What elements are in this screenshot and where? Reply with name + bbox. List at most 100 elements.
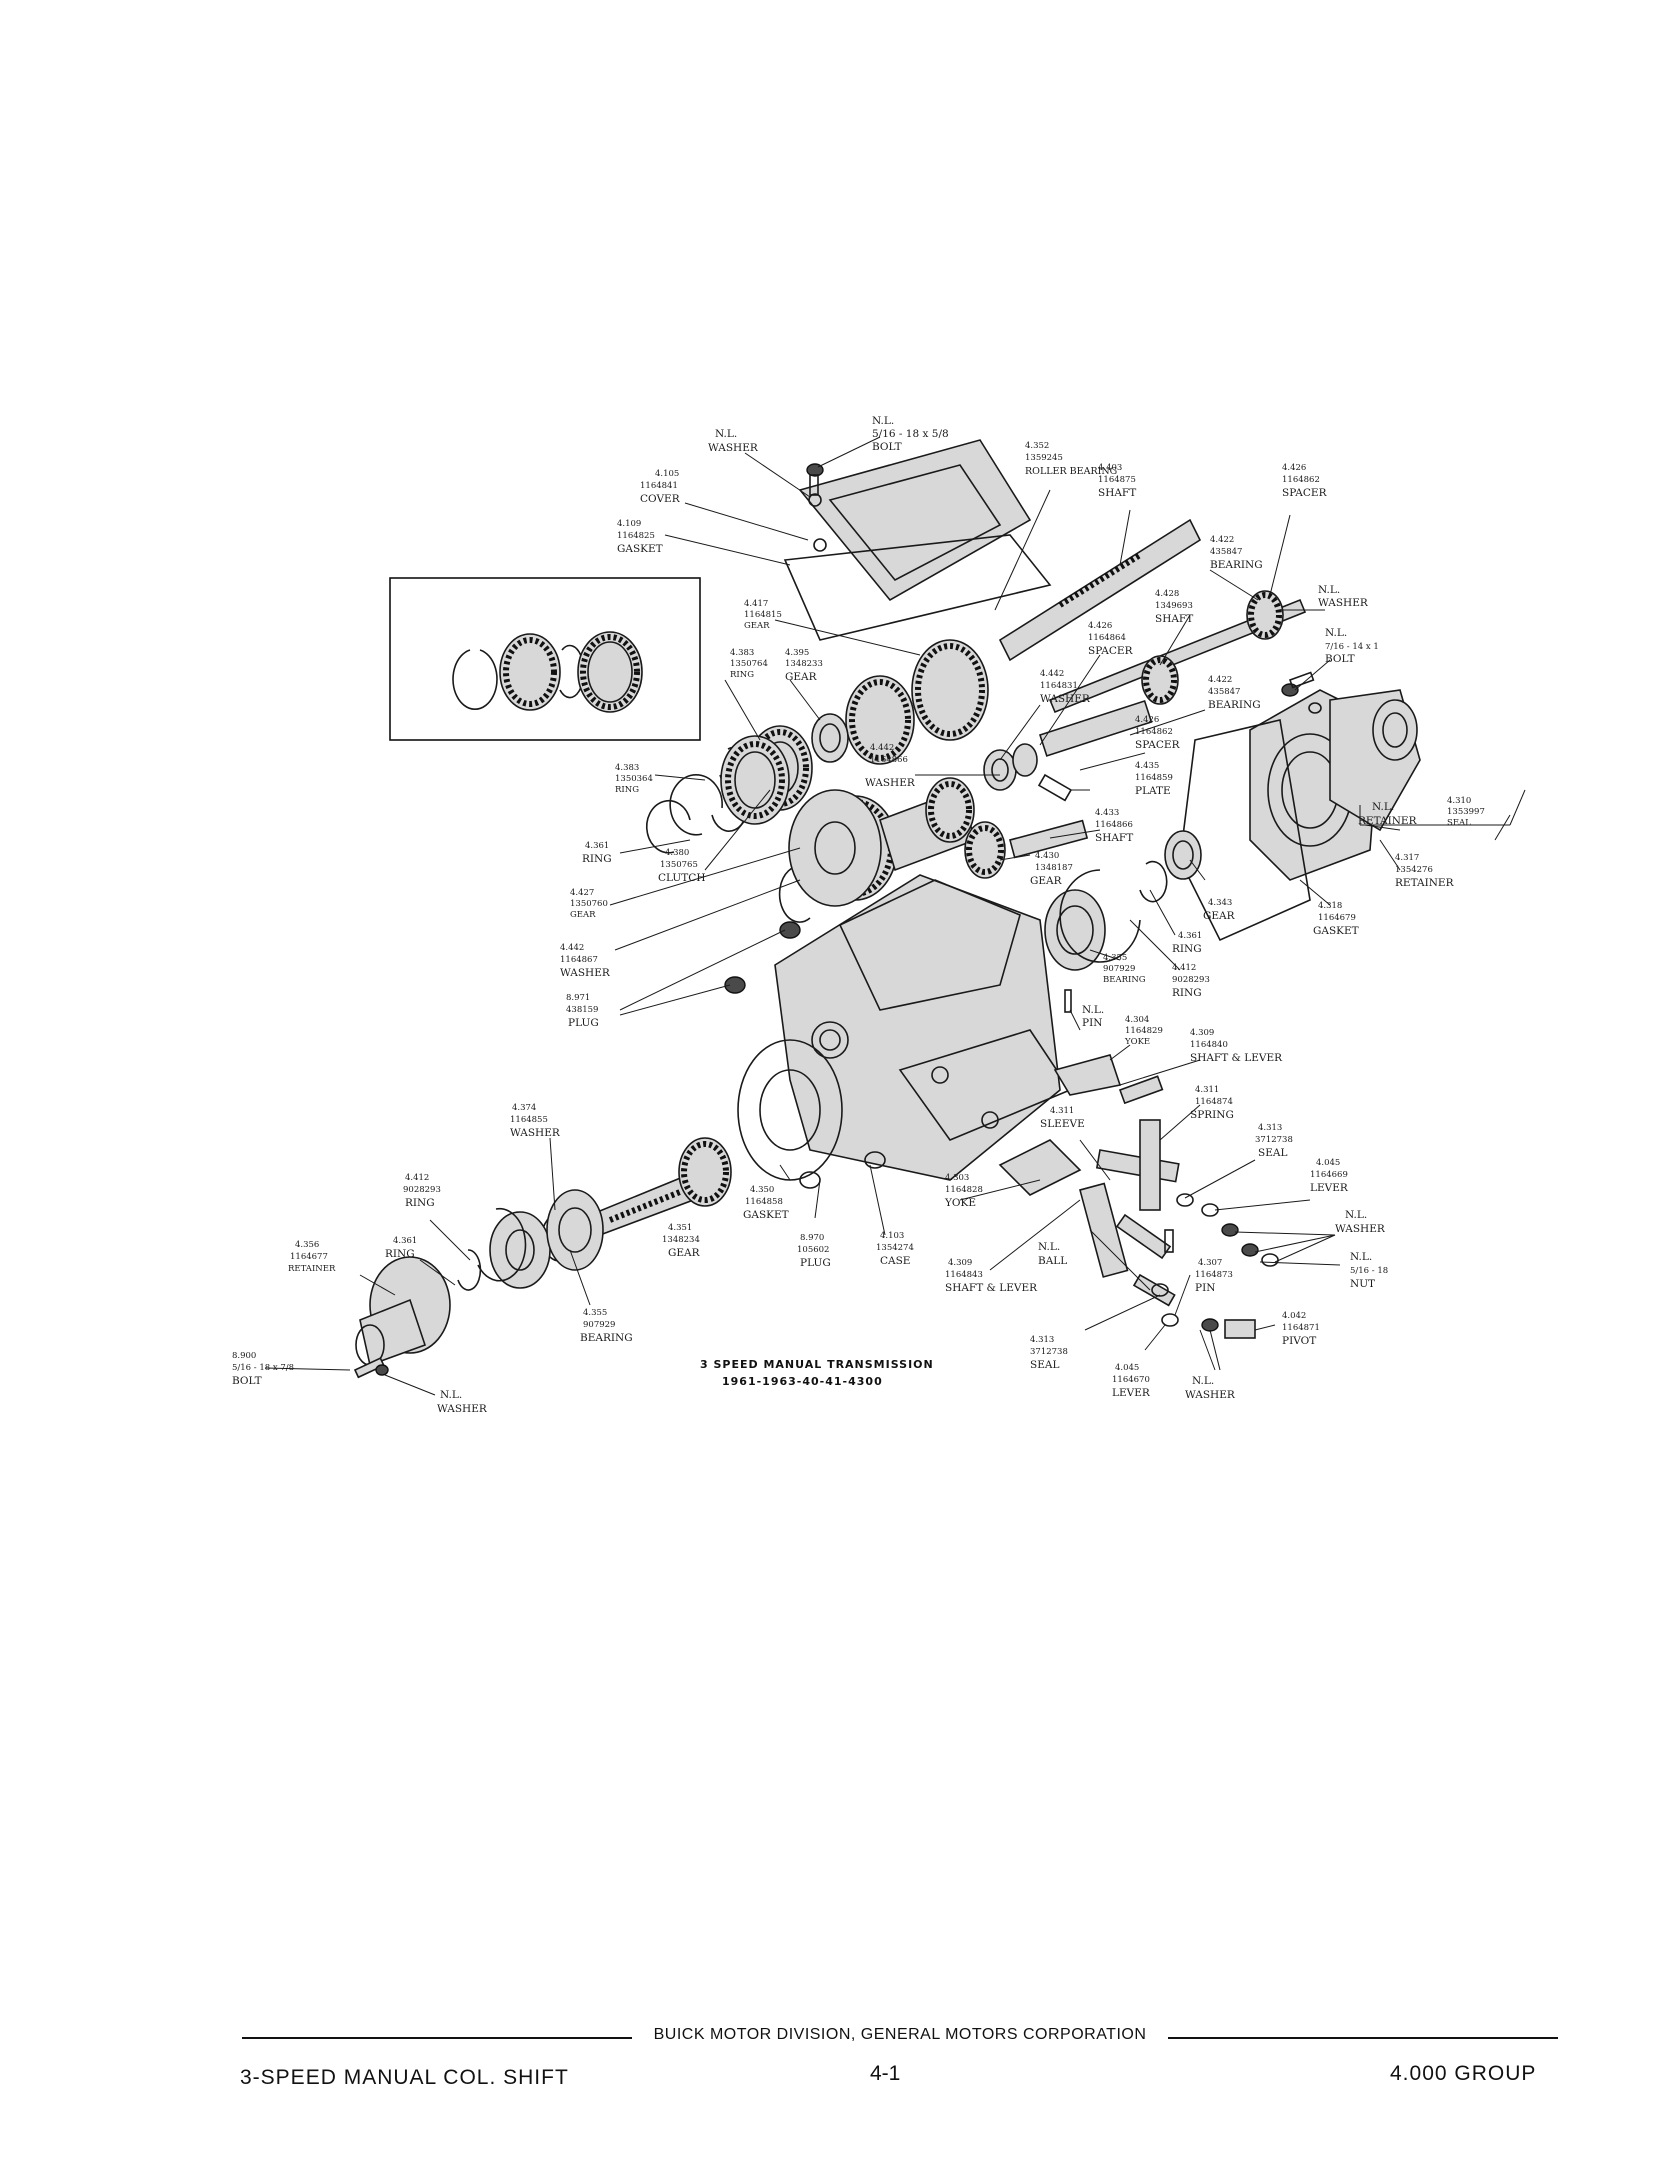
callout-4310-name: SEAL: [1447, 818, 1471, 828]
callout-4380-name: CLUTCH: [658, 872, 705, 884]
callout-4313a-num: 4.313: [1258, 1123, 1282, 1133]
callout-4109-part: 1164825: [617, 531, 655, 541]
callout-nl-bolt-right-part: 7/16 - 14 x 1: [1325, 642, 1379, 652]
callout-4442a-num: 4.442: [1040, 669, 1064, 679]
callout-4422a-part: 435847: [1210, 547, 1242, 557]
callout-4310-num: 4.310: [1447, 796, 1471, 806]
callout-4352-name: ROLLER BEARING: [1025, 466, 1117, 477]
callout-4356-part: 1164677: [290, 1252, 328, 1262]
callout-4311a-part: 1164874: [1195, 1097, 1233, 1107]
callout-nl-nut-name: NUT: [1350, 1278, 1375, 1290]
callout-nl-bolt-right-num: N.L.: [1325, 627, 1347, 639]
callout-4352-num: 4.352: [1025, 441, 1049, 451]
callout-4433-part: 1164866: [1095, 820, 1133, 830]
callout-4311a-name: SPRING: [1190, 1109, 1234, 1121]
callout-4103-num: 4.103: [880, 1231, 904, 1241]
case-rear-bearing: [1044, 869, 1141, 1013]
callout-4383a-num: 4.383: [730, 648, 754, 658]
callout-4355b-part: 907929: [583, 1320, 615, 1330]
callout-4427-name: GEAR: [570, 910, 596, 920]
callout-4435-name: PLATE: [1135, 785, 1171, 797]
callout-4412b-name: RING: [405, 1197, 435, 1209]
callout-4311b-num: 4.311: [1050, 1106, 1074, 1116]
transmission-case: [724, 874, 1072, 1181]
callout-4313a-part: 3712738: [1255, 1135, 1293, 1145]
callout-4380-part: 1350765: [660, 860, 698, 870]
callout-4374-num: 4.374: [512, 1103, 536, 1113]
callout-4427-num: 4.427: [570, 888, 594, 898]
callout-4417-part: 1164815: [744, 610, 782, 620]
callout-nl-washer-left-num: N.L.: [440, 1389, 462, 1401]
callout-labels: N.L. WASHER N.L. 5/16 - 18 x 5/8 BOLT 4.…: [232, 415, 1485, 1415]
callout-4383a-part: 1350764: [730, 659, 768, 669]
callout-4403-part: 1164875: [1098, 475, 1136, 485]
callout-4403-name: SHAFT: [1098, 487, 1136, 499]
leader-lines: [264, 436, 1526, 1396]
callout-nl-bolt-top-num: N.L.: [872, 415, 894, 427]
callout-8900-num: 8.900: [232, 1351, 256, 1361]
callout-4304-part: 1164829: [1125, 1026, 1163, 1036]
callout-4426c-num: 4.426: [1135, 715, 1159, 725]
callout-nl-retainer-name: RETAINER: [1358, 815, 1418, 827]
callout-4351-name: GEAR: [668, 1247, 701, 1259]
gear-reverse: [788, 789, 882, 907]
callout-4427-part: 1350760: [570, 899, 608, 909]
callout-4422b-num: 4.422: [1208, 675, 1232, 685]
callout-4318-part: 1164679: [1318, 913, 1356, 923]
callout-8970-name: PLUG: [800, 1257, 831, 1269]
callout-4356-num: 4.356: [295, 1240, 319, 1250]
footer-rule-right: [1168, 2037, 1558, 2039]
callout-4045a-name: LEVER: [1310, 1182, 1349, 1194]
cover-and-gasket: [783, 439, 1052, 641]
callout-nl-nut-num: N.L.: [1350, 1251, 1372, 1263]
callout-8970-part: 105602: [797, 1245, 829, 1255]
callout-4313b-part: 3712738: [1030, 1347, 1068, 1357]
callout-8900-part: 5/16 - 18 x 7/8: [232, 1363, 294, 1373]
callout-4045b-name: LEVER: [1112, 1387, 1151, 1399]
callout-nl-bolt-right-name: BOLT: [1325, 653, 1355, 665]
callout-4109-name: GASKET: [617, 543, 663, 555]
callout-nl-pin-name: PIN: [1082, 1017, 1102, 1029]
callout-nl-ball-num: N.L.: [1038, 1241, 1060, 1253]
callout-4343-num: 4.343: [1208, 898, 1232, 908]
callout-nl-bolt-top-part: 5/16 - 18 x 5/8: [872, 428, 949, 440]
diagram-caption-years: 1961-1963-40-41-4300: [722, 1375, 883, 1388]
callout-4361b-num: 4.361: [1178, 931, 1202, 941]
callout-4426a-num: 4.426: [1282, 463, 1306, 473]
callout-4045b-part: 1164670: [1112, 1375, 1150, 1385]
callout-4045a-num: 4.045: [1316, 1158, 1340, 1168]
callout-4430-part: 1348187: [1035, 863, 1073, 873]
callout-4309b-part: 1164843: [945, 1270, 983, 1280]
callout-4442c-part: 1164867: [560, 955, 598, 965]
callout-4442a-part: 1164831: [1040, 681, 1078, 691]
callout-4318-num: 4.318: [1318, 901, 1342, 911]
callout-4355a-part: 907929: [1103, 964, 1135, 974]
callout-nl-bolt-top-name: BOLT: [872, 441, 902, 453]
input-shaft-assembly: [457, 1137, 732, 1291]
callout-4412b-num: 4.412: [405, 1173, 429, 1183]
synchronizer-inset: [389, 577, 701, 741]
callout-4361b-name: RING: [1172, 943, 1202, 955]
callout-4310-part: 1353997: [1447, 807, 1485, 817]
callout-nl-washer-top-num: N.L.: [715, 428, 737, 440]
callout-4350-part: 1164858: [745, 1197, 783, 1207]
callout-4304-name: YOKE: [1124, 1037, 1150, 1047]
callout-4412a-name: RING: [1172, 987, 1202, 999]
callout-4403-num: 4.403: [1098, 463, 1122, 473]
callout-4352-part: 1359245: [1025, 453, 1063, 463]
callout-4422b-name: BEARING: [1208, 699, 1261, 711]
callout-4105-part: 1164841: [640, 481, 678, 491]
callout-nl-washer-bottom-num: N.L.: [1192, 1375, 1214, 1387]
callout-4309a-part: 1164840: [1190, 1040, 1228, 1050]
callout-4042-name: PIVOT: [1282, 1335, 1316, 1347]
callout-4426a-name: SPACER: [1282, 487, 1328, 499]
diagram-caption-title: 3 SPEED MANUAL TRANSMISSION: [700, 1358, 934, 1371]
callout-4374-part: 1164855: [510, 1115, 548, 1125]
callout-4351-num: 4.351: [668, 1223, 692, 1233]
callout-4307-num: 4.307: [1198, 1258, 1222, 1268]
callout-4417-num: 4.417: [744, 599, 768, 609]
callout-4303-name: YOKE: [944, 1197, 976, 1209]
callout-nl-washer-top-name: WASHER: [708, 442, 759, 454]
callout-4380-num: 4.380: [665, 848, 689, 858]
callout-4361c-num: 4.361: [393, 1236, 417, 1246]
